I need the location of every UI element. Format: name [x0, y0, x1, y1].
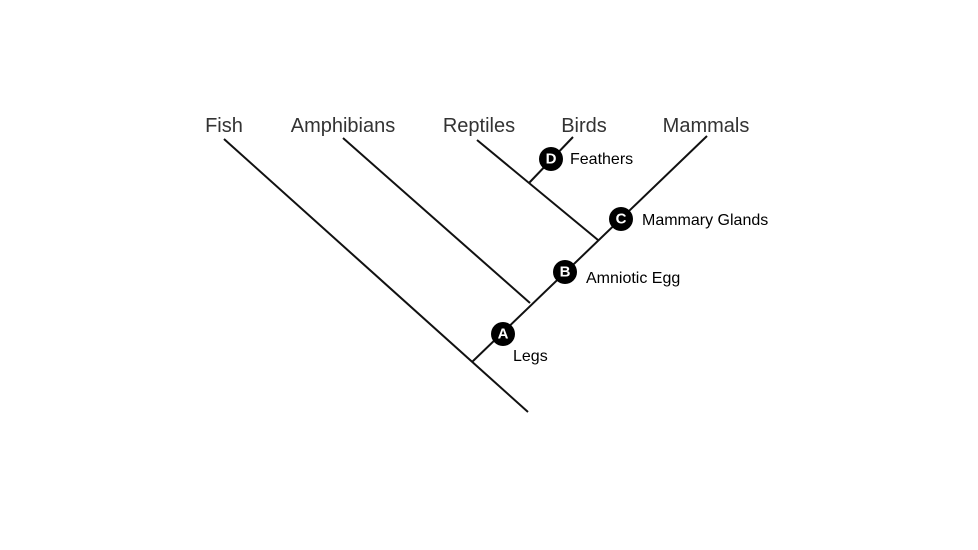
node-c: C	[609, 207, 633, 231]
taxon-birds: Birds	[561, 115, 607, 137]
trait-amniotic-egg: Amniotic Egg	[586, 270, 680, 287]
taxon-fish: Fish	[205, 115, 243, 137]
node-a-letter: A	[498, 326, 509, 343]
trait-legs: Legs	[513, 348, 548, 365]
taxon-reptiles: Reptiles	[443, 115, 515, 137]
node-a: A	[491, 322, 515, 346]
node-b-letter: B	[560, 264, 571, 281]
node-d-letter: D	[546, 151, 557, 168]
trunk	[471, 135, 708, 363]
taxon-mammals: Mammals	[663, 115, 750, 137]
branch-amphibians	[342, 137, 531, 304]
branch-fish	[223, 138, 529, 413]
node-b: B	[553, 260, 577, 284]
trait-feathers: Feathers	[570, 151, 633, 168]
branch-reptiles	[476, 139, 599, 241]
node-d: D	[539, 147, 563, 171]
trait-mammary-glands: Mammary Glands	[642, 212, 768, 229]
node-c-letter: C	[616, 211, 627, 228]
taxon-amphibians: Amphibians	[291, 115, 396, 137]
